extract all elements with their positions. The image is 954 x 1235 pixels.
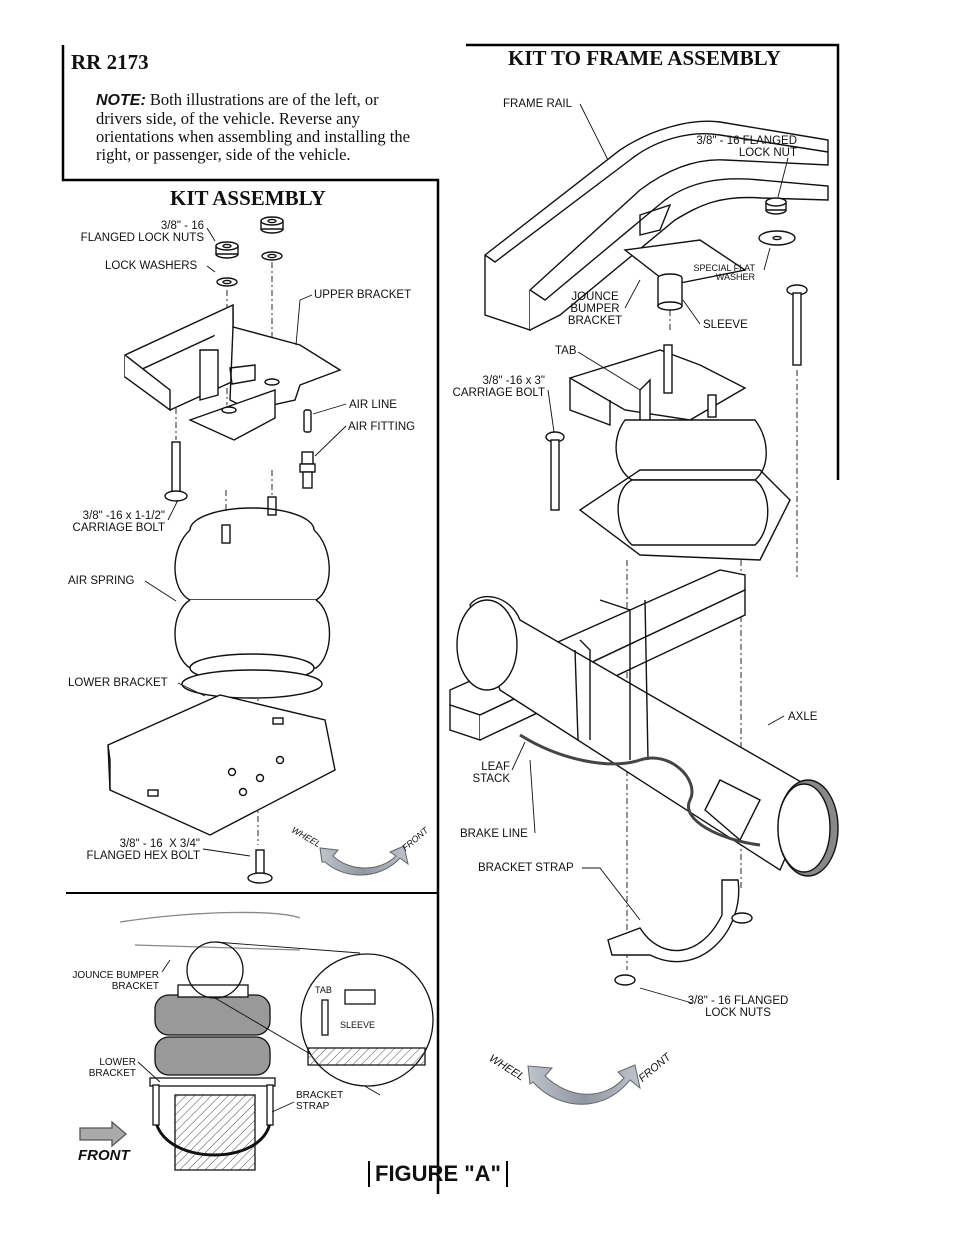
front-arrow [79, 1120, 127, 1148]
assembled-air-spring [578, 419, 791, 561]
label-flanged-lock-nuts: 3/8" - 16 FLANGED LOCK NUTS [80, 220, 204, 244]
label-air-fitting: AIR FITTING [348, 421, 416, 433]
label-tab-installed: TAB [315, 985, 332, 995]
upper-bracket-part [124, 303, 342, 441]
frame-rail-part [484, 120, 829, 331]
label-bracket-strap: BRACKET STRAP [478, 862, 574, 874]
air-line-part [303, 409, 312, 433]
label-air-line: AIR LINE [349, 399, 397, 411]
label-lower-bracket: LOWER BRACKET [68, 677, 168, 689]
jounce-bumper-bracket-part [623, 239, 747, 286]
installed-view-drawing [79, 911, 434, 1171]
three-inch-carriage-bolt-part [545, 431, 565, 511]
label-frame-rail: FRAME RAIL [503, 98, 573, 110]
label-flanged-hex-bolt: 3/8" - 16 X 3/4" FLANGED HEX BOLT [86, 838, 200, 862]
label-bracket-strap-installed: BRACKET STRAP [296, 1090, 344, 1112]
lower-bracket-part [107, 694, 336, 836]
installed-air-spring [149, 984, 276, 1087]
label-brake-line: BRAKE LINE [460, 828, 528, 840]
kit-to-frame-drawing [449, 103, 839, 1105]
direction-arrow-large [527, 1064, 641, 1105]
air-fitting-part [299, 451, 316, 489]
flanged-lock-nut-right [260, 216, 284, 234]
page-borders [61, 43, 840, 1194]
axle-part [456, 595, 839, 877]
label-flanged-lock-nut: 3/8" - 16 FLANGED LOCK NUT [696, 135, 797, 159]
detail-contents [307, 989, 426, 1066]
flanged-lock-nut-left [215, 241, 239, 259]
note-body: Both illustrations are of the left, or d… [96, 90, 410, 164]
flanged-hex-bolt-part [247, 849, 273, 884]
label-upper-bracket: UPPER BRACKET [314, 289, 412, 301]
label-front-installed: FRONT [78, 1147, 130, 1164]
label-sleeve: SLEEVE [703, 319, 748, 331]
kit-to-frame-title: KIT TO FRAME ASSEMBLY [508, 46, 781, 70]
label-tab: TAB [555, 345, 577, 357]
air-spring-part [174, 496, 331, 699]
installed-axle [153, 1094, 272, 1171]
note-text: NOTE: Both illustrations are of the left… [96, 91, 426, 164]
label-lock-washers: LOCK WASHERS [105, 260, 198, 272]
label-axle: AXLE [788, 711, 818, 723]
label-jounce-bumper-bracket-installed: JOUNCE BUMPER BRACKET [72, 970, 159, 992]
bracket-strap-part [607, 879, 753, 986]
label-sleeve-installed: SLEEVE [340, 1020, 376, 1030]
part-number: RR 2173 [71, 50, 149, 74]
label-air-spring: AIR SPRING [68, 575, 135, 587]
direction-arrow-small [319, 845, 409, 876]
label-leaf-stack: LEAF STACK [472, 761, 511, 785]
label-lower-bracket-installed: LOWER BRACKET [88, 1057, 136, 1079]
label-jounce-bumper-bracket: JOUNCE BUMPER BRACKET [567, 291, 623, 327]
installed-bolts [152, 1084, 274, 1126]
label-carriage-bolt: 3/8" -16 x 1-1/2" CARRIAGE BOLT [72, 510, 165, 534]
frame-lock-nut-part [765, 197, 787, 215]
figure-label: FIGURE "A" [368, 1161, 508, 1187]
note-label: NOTE: [96, 92, 146, 109]
long-carriage-bolt-part [786, 284, 808, 366]
label-flanged-lock-nuts-frame: 3/8" - 16 FLANGED LOCK NUTS [687, 995, 789, 1019]
label-carriage-bolt-3: 3/8" -16 x 3" CARRIAGE BOLT [452, 375, 545, 399]
sleeve-part [657, 273, 683, 311]
brake-line-part [519, 733, 761, 847]
kit-assembly-drawing [107, 216, 409, 884]
label-special-flat-washer: SPECIAL FLAT WASHER [693, 263, 755, 282]
special-flat-washer-part [758, 230, 796, 246]
lock-washer-left [216, 277, 238, 287]
lock-washer-right [261, 251, 283, 261]
carriage-bolt-part [164, 441, 188, 502]
kit-assembly-title: KIT ASSEMBLY [170, 186, 326, 210]
